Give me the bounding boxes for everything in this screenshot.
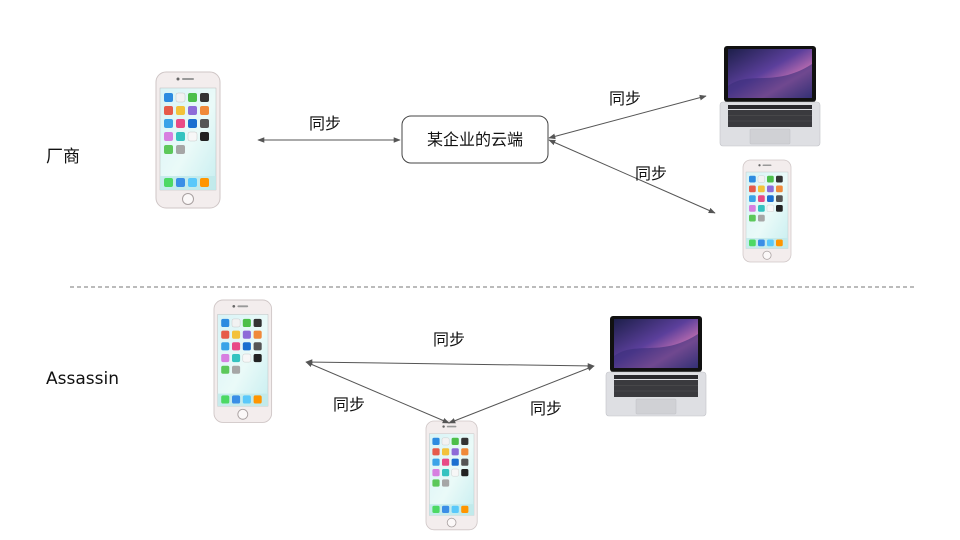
edge-cloud-laptop (548, 94, 707, 140)
cloud-node (401, 115, 549, 164)
edge-label: 同步 (530, 399, 562, 418)
cloud-label: 某企业的云端 (427, 130, 523, 149)
edge-laptop-phone (448, 365, 595, 424)
smartphone-icon (742, 159, 792, 263)
edge-label: 同步 (609, 89, 641, 108)
edge-label: 同步 (433, 330, 465, 349)
edge-label: 同步 (333, 395, 365, 414)
row-label-assassin: Assassin (46, 369, 119, 389)
edge-label: 同步 (635, 164, 667, 183)
edge-assassin-phone-laptop (305, 359, 595, 369)
smartphone-icon (155, 71, 221, 209)
smartphone-icon (213, 299, 273, 423)
edge-cloud-phone (548, 139, 716, 214)
laptop-icon (605, 315, 707, 417)
smartphone-icon (425, 420, 478, 531)
edge-assassin-phone-phone (305, 361, 450, 424)
edge-label: 同步 (309, 114, 341, 133)
laptop-icon (719, 45, 821, 147)
row-label-vendor: 厂商 (46, 147, 80, 167)
